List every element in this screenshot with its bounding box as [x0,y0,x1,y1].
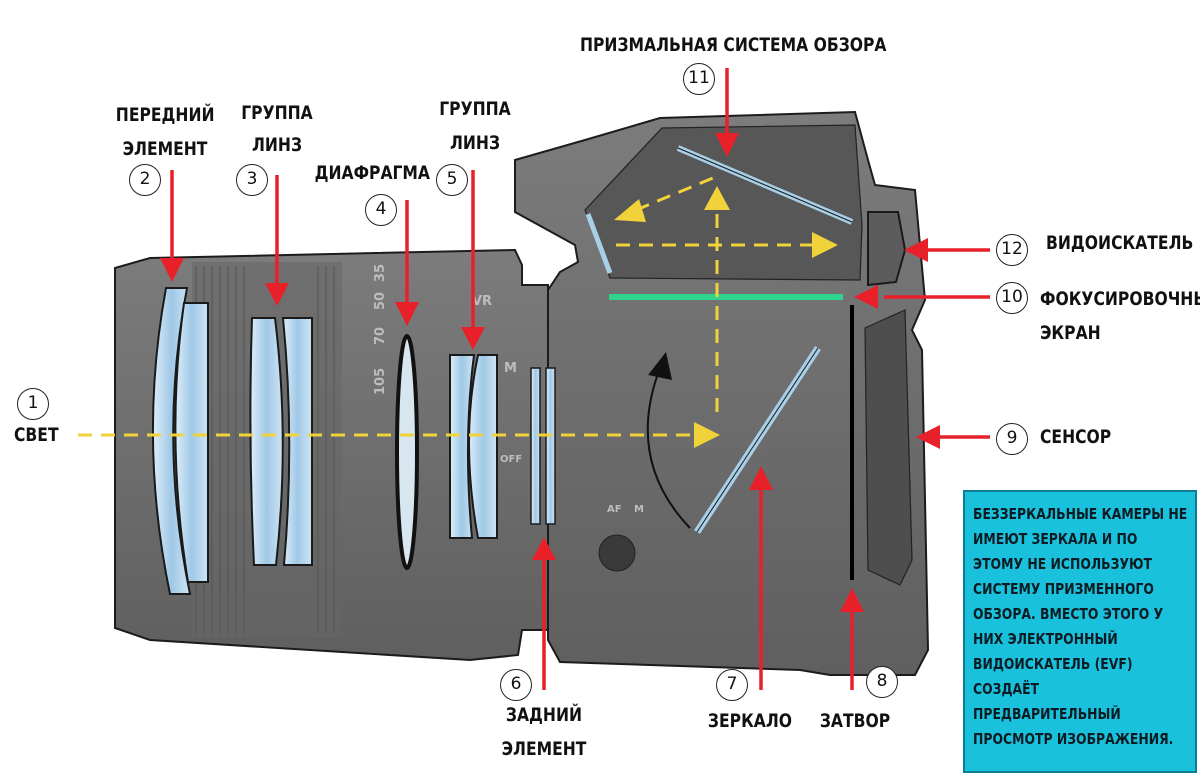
lens-group-2-a [449,354,476,539]
label-focus-screen-1: ФОКУСИРОВОЧНЫЙ [1040,288,1200,310]
pointer-arrowheads [160,133,940,612]
lens-group-1-b [281,317,313,566]
label-rear-element-1: ЗАДНИЙ [505,704,583,726]
marking-m: M [504,361,517,376]
mirrorless-note-text: БЕЗЗЕРКАЛЬНЫЕ КАМЕРЫ НЕ ИМЕЮТ ЗЕРКАЛА И … [973,505,1188,748]
front-element-glass [151,287,192,595]
marking-50: 50 [373,292,388,310]
aperture-blade [395,334,419,570]
main-mirror-outline [696,347,819,533]
label-shutter: ЗАТВОР [819,710,891,732]
number-9: 9 [996,423,1028,455]
number-11: 11 [683,63,715,95]
number-5: 5 [436,164,468,196]
mirror-swing-arrowhead [648,352,672,380]
number-1: 1 [17,388,49,420]
lens-group-1-a [249,317,284,566]
lens-group-2-b [468,354,498,539]
number-6: 6 [500,669,532,701]
rear-element-b [545,367,556,525]
label-lens-group-2a: ГРУППА [439,98,511,120]
camera-grip [864,309,913,586]
light-path [78,176,815,437]
marking-off: OFF [500,454,522,465]
marking-70: 70 [373,327,388,345]
label-lens-group-1b: ЛИНЗ [251,134,303,156]
mirrorless-note: БЕЗЗЕРКАЛЬНЫЕ КАМЕРЫ НЕ ИМЕЮТ ЗЕРКАЛА И … [963,490,1197,773]
prism-mirror-left [585,213,613,274]
number-12: 12 [996,234,1028,266]
number-7: 7 [716,669,748,701]
prism-mirror-top-outline [677,147,853,223]
label-sensor: СЕНСОР [1040,426,1112,448]
label-prism: ПРИЗМАЛЬНАЯ СИСТЕМА ОБЗОРА [579,34,887,56]
label-focus-screen-2: ЭКРАН [1040,322,1101,344]
marking-105: 105 [373,368,388,395]
marking-body-m: M [634,504,644,515]
number-8: 8 [866,666,898,698]
eyepiece [867,211,907,287]
label-front-element-1: ПЕРЕДНИЙ [115,104,215,126]
label-rear-element-2: ЭЛЕМЕНТ [501,738,587,760]
label-lens-group-1a: ГРУППА [241,102,313,124]
number-4: 4 [365,194,397,226]
label-front-element-2: ЭЛЕМЕНТ [122,138,208,160]
marking-af: AF [607,504,622,515]
light-path-arrowheads [614,186,838,448]
mirror-swing-arrow [646,367,691,529]
label-light: СВЕТ [14,424,59,446]
label-viewfinder: ВИДОИСКАТЕЛЬ [1046,232,1194,254]
label-lens-group-2b: ЛИНЗ [449,132,501,154]
label-aperture: ДИАФРАГМА [314,162,430,184]
pointer-arrows [170,68,990,690]
rear-element-a [530,367,541,525]
mode-dial [598,534,636,572]
marking-vr: VR [472,294,492,309]
number-10: 10 [996,282,1028,314]
marking-35: 35 [373,264,388,282]
number-3: 3 [236,164,268,196]
front-element-glass-2 [174,302,209,583]
label-mirror: ЗЕРКАЛО [707,710,793,732]
number-2: 2 [129,164,161,196]
